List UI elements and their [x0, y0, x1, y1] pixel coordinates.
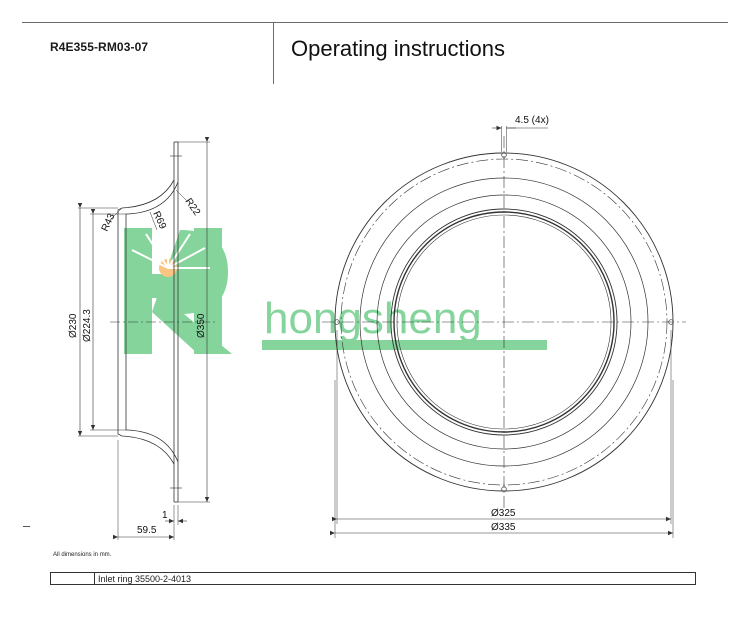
dim-w59: 59.5: [137, 525, 157, 536]
side-view: [77, 137, 215, 540]
dim-d325: Ø325: [491, 508, 516, 519]
header-top-rule: [22, 22, 728, 23]
dim-d335: Ø335: [491, 522, 516, 533]
dimensions-note: All dimensions in mm.: [53, 552, 112, 558]
dim-w1: 1: [162, 510, 168, 521]
dim-r69: R69: [150, 210, 168, 232]
part-table: Inlet ring 35500-2-4013: [50, 572, 696, 585]
dim-d230: Ø230: [68, 313, 79, 338]
header-divider: [273, 22, 274, 84]
model-number: R4E355-RM03-07: [50, 40, 149, 54]
part-name: Inlet ring 35500-2-4013: [98, 574, 192, 584]
page-title: Operating instructions: [291, 36, 505, 61]
front-view-labels: 4.5 (4x) Ø325 Ø335: [491, 115, 549, 533]
dim-d224: Ø224.3: [82, 309, 93, 342]
dim-r22: R22: [183, 196, 203, 218]
watermark-text: hongsheng: [264, 294, 482, 343]
front-view: [322, 125, 686, 538]
dim-d350: Ø350: [196, 313, 207, 338]
part-table-divider: [94, 573, 95, 584]
dim-holes: 4.5 (4x): [515, 115, 549, 126]
edge-mark: [23, 526, 30, 527]
